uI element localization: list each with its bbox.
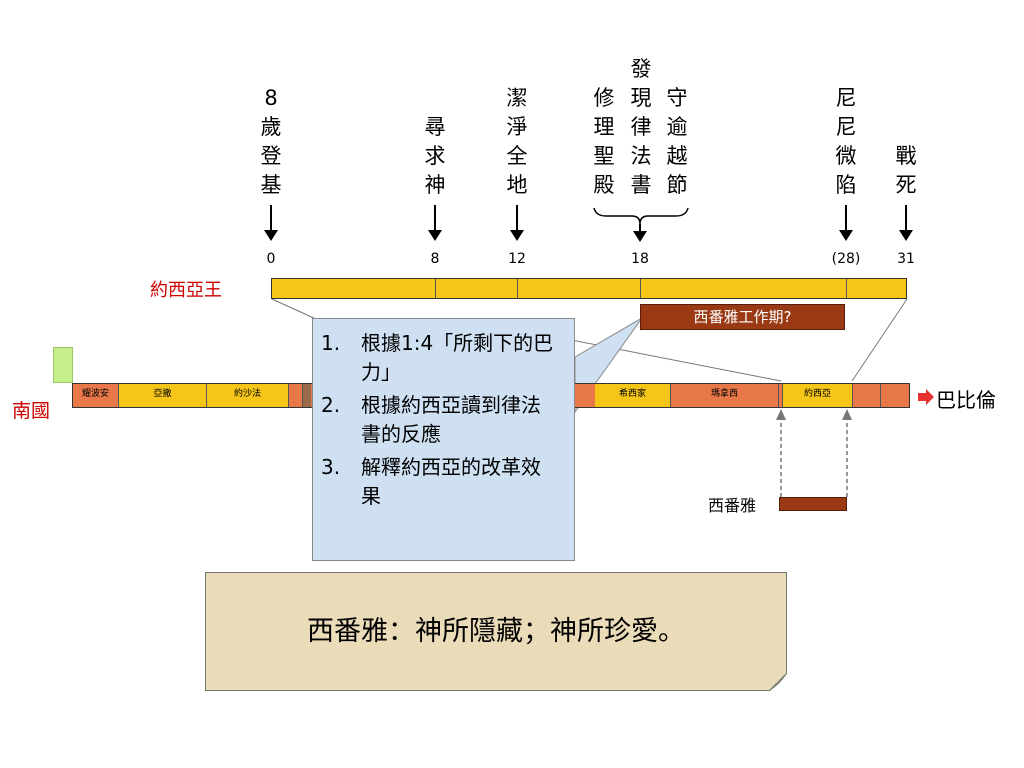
- tick-label: 0: [266, 251, 276, 267]
- tick-label: 31: [897, 251, 915, 267]
- callout-item: 2.根據約西亞讀到律法書的反應: [321, 393, 541, 446]
- king-manasseh: 瑪拿西: [671, 384, 779, 407]
- event-nineveh-falls: 尼尼微陷: [835, 86, 857, 197]
- callout-item: 3.解釋約西亞的改革效果: [321, 455, 541, 508]
- event-repair-temple: 修理聖殿: [593, 86, 615, 197]
- reasons-callout: 1.根據1:4「所剩下的巴力」 2.根據約西亞讀到律法書的反應 3.解釋約西亞的…: [312, 318, 575, 561]
- arrow-down-icon: [633, 224, 647, 242]
- arrow-down-icon: [428, 205, 442, 241]
- josiah-reign-bar: [271, 278, 907, 299]
- callout-item: 1.根據1:4「所剩下的巴力」: [321, 331, 554, 384]
- king-josiah: 約西亞: [783, 384, 853, 407]
- arrow-down-icon: [839, 205, 853, 241]
- king-hezekiah: 希西家: [595, 384, 671, 407]
- tick-label: 8: [430, 251, 440, 267]
- josiah-label: 約西亞王: [150, 280, 222, 301]
- event-death-in-battle: 戰死: [895, 144, 917, 197]
- arrow-down-icon: [264, 205, 278, 241]
- king-asa: 亞撒: [119, 384, 207, 407]
- arrow-down-icon: [899, 205, 913, 241]
- tick-label: (28): [831, 251, 861, 267]
- zephaniah-label: 西番雅: [708, 496, 757, 515]
- brace: [593, 207, 689, 225]
- zephaniah-bar: [779, 497, 847, 511]
- event-passover: 守逾越節: [666, 86, 688, 197]
- page-curl: [769, 673, 787, 691]
- tick-label: 18: [631, 251, 649, 267]
- arrow-down-icon: [510, 205, 524, 241]
- south-kingdom-label: 南國: [12, 400, 51, 422]
- event-seek-god: 尋求神: [424, 115, 446, 197]
- babylon-label: 巴比倫: [936, 388, 996, 412]
- event-find-law-book: 發現律法書: [630, 57, 652, 197]
- green-marker: [53, 347, 73, 383]
- tick-label: 12: [508, 251, 526, 267]
- red-arrow-icon: [918, 389, 934, 409]
- zephaniah-period-label: 西番雅工作期?: [640, 304, 845, 330]
- king-rehoboam: 耀波安: [73, 384, 119, 407]
- zephaniah-meaning-banner: 西番雅：神所隱藏；神所珍愛。: [205, 572, 787, 691]
- king-jehoshaphat: 約沙法: [207, 384, 289, 407]
- event-purge-land: 潔淨全地: [506, 86, 528, 197]
